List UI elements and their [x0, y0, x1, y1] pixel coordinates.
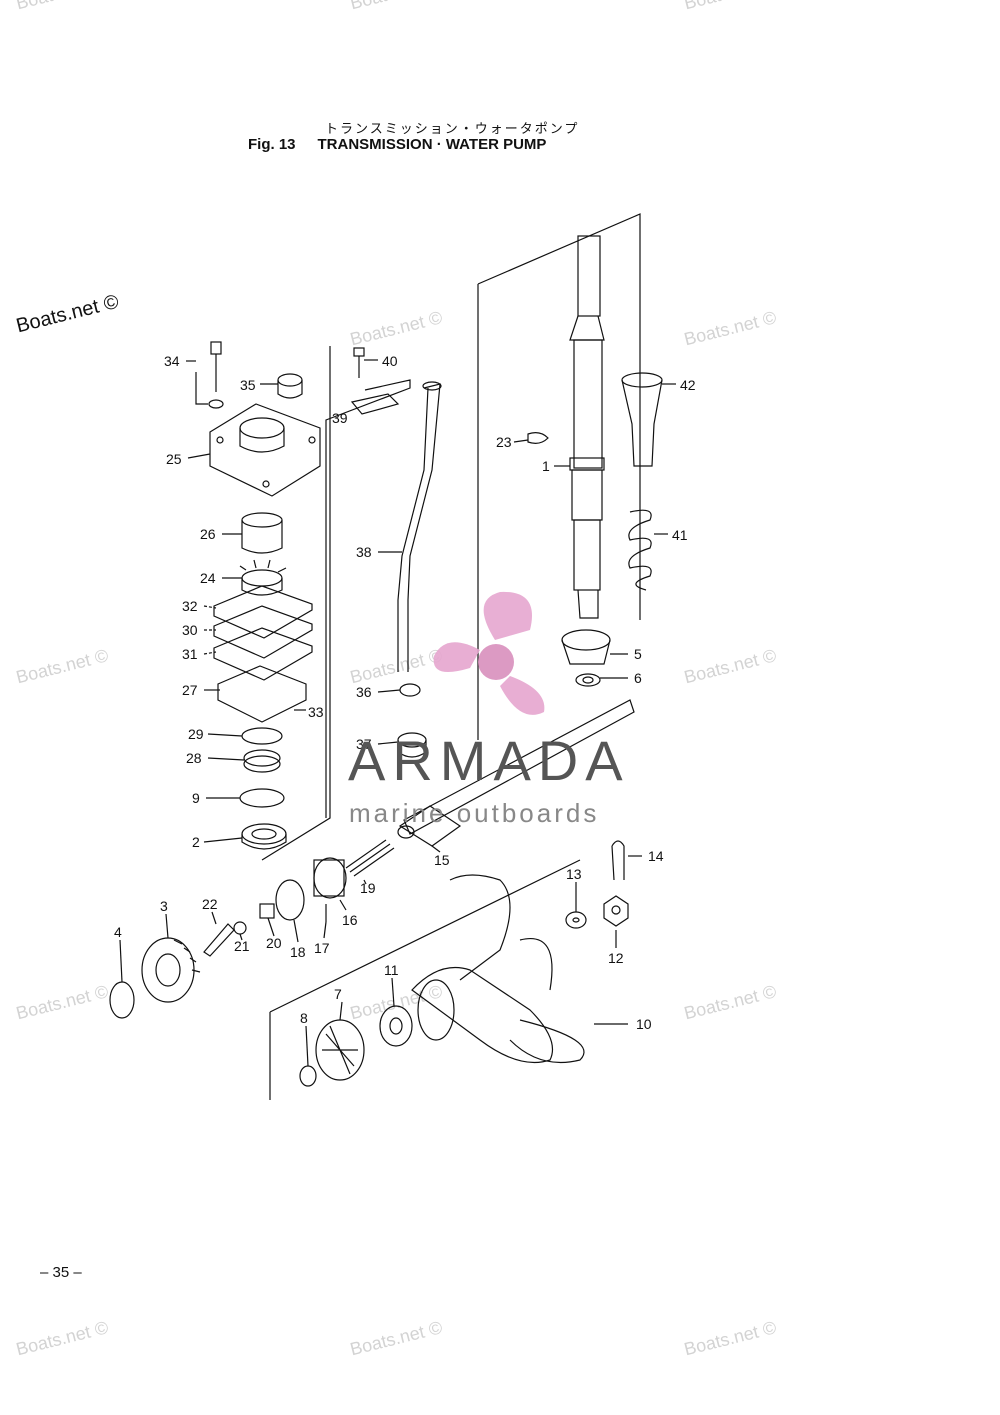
plate-31	[213, 627, 313, 681]
label-42: 42	[680, 377, 696, 393]
label-14: 14	[648, 848, 664, 864]
pump-group-outline	[261, 346, 331, 861]
shift-pin-22	[203, 923, 235, 957]
prop-nut-12	[603, 895, 629, 927]
label-35: 35	[240, 377, 256, 393]
shim-8	[299, 1065, 317, 1087]
bolt-34	[195, 341, 224, 409]
label-23: 23	[496, 434, 512, 450]
label-19: 19	[360, 880, 376, 896]
shim-4	[109, 981, 135, 1019]
armada-brand-subtext: marine outboards	[349, 798, 600, 828]
figure-caption: TRANSMISSION · WATER PUMP	[317, 136, 547, 153]
forward-gear-3	[141, 937, 201, 1003]
label-10: 10	[636, 1016, 652, 1032]
screw-40	[353, 347, 365, 378]
label-6: 6	[634, 670, 642, 686]
spring-19	[345, 839, 395, 877]
tube-group-outline	[325, 379, 411, 818]
plunger-20	[259, 903, 275, 919]
seal-37	[397, 732, 427, 758]
label-5: 5	[634, 646, 642, 662]
label-21: 21	[234, 938, 250, 954]
propeller-shaft	[403, 699, 635, 835]
label-13: 13	[566, 866, 582, 882]
japanese-title: トランスミッション・ウォータポンプ	[325, 122, 580, 137]
label-29: 29	[188, 726, 204, 742]
propeller-10	[411, 874, 585, 1064]
shaft-group-outline	[477, 213, 641, 740]
clutch-16	[313, 857, 347, 899]
reverse-gear-7	[315, 1019, 365, 1081]
thrust-washer-11	[379, 1005, 413, 1047]
label-2: 2	[192, 834, 200, 850]
label-36: 36	[356, 684, 372, 700]
sleeve-42	[621, 372, 663, 467]
label-15: 15	[434, 852, 450, 868]
armada-brand-text: ARMADA	[348, 729, 630, 792]
gasket-30	[213, 605, 313, 659]
ring-18	[275, 879, 305, 921]
label-30: 30	[182, 622, 198, 638]
label-33: 33	[308, 704, 324, 720]
label-34: 34	[164, 353, 180, 369]
label-26: 26	[200, 526, 216, 542]
label-40: 40	[382, 353, 398, 369]
label-32: 32	[182, 598, 198, 614]
label-22: 22	[202, 896, 218, 912]
label-1: 1	[542, 458, 550, 474]
label-24: 24	[200, 570, 216, 586]
o-ring-29	[241, 727, 283, 745]
label-11: 11	[384, 962, 399, 978]
key-23	[527, 432, 549, 444]
clamp-39	[350, 393, 400, 415]
plate-32	[213, 585, 313, 639]
label-20: 20	[266, 935, 282, 951]
fitting-35	[277, 373, 303, 399]
label-38: 38	[356, 544, 372, 560]
label-16: 16	[342, 912, 358, 928]
label-27: 27	[182, 682, 198, 698]
label-3: 3	[160, 898, 168, 914]
gear-sleeve-15	[397, 805, 462, 847]
propeller-group-outline	[269, 859, 581, 1100]
insert-26	[241, 512, 283, 554]
cotter-pin-14	[611, 840, 625, 881]
grommet-36	[399, 683, 421, 697]
spring-41	[628, 509, 652, 591]
armada-logo	[433, 591, 545, 715]
water-tube-38	[397, 383, 441, 672]
label-39: 39	[332, 410, 348, 426]
pinion-gear-5	[561, 629, 611, 665]
figure-title: Fig. 13 TRANSMISSION · WATER PUMP	[248, 136, 546, 153]
figure-number: Fig. 13	[248, 136, 296, 153]
seal-28	[243, 749, 281, 773]
label-25: 25	[166, 451, 182, 467]
label-12: 12	[608, 950, 624, 966]
washer-13	[565, 911, 587, 929]
impeller-24	[239, 559, 287, 596]
label-4: 4	[114, 924, 122, 940]
bearing-2	[241, 823, 287, 850]
o-ring-9	[239, 788, 285, 808]
ball-21	[233, 921, 247, 935]
plate-27	[217, 665, 307, 723]
label-8: 8	[300, 1010, 308, 1026]
label-7: 7	[334, 986, 342, 1002]
pump-housing-25	[209, 403, 321, 497]
nut-6	[575, 673, 601, 687]
label-37: 37	[356, 736, 372, 752]
drive-shaft-1	[569, 235, 605, 619]
label-17: 17	[314, 940, 330, 956]
part-labels: 34 35 25 26 24 32 30 31 27 33 29 28 9 2 …	[114, 353, 696, 1032]
label-18: 18	[290, 944, 306, 960]
label-31: 31	[182, 646, 198, 662]
page-number: – 35 –	[40, 1264, 82, 1281]
label-9: 9	[192, 790, 200, 806]
label-41: 41	[672, 527, 688, 543]
label-28: 28	[186, 750, 202, 766]
